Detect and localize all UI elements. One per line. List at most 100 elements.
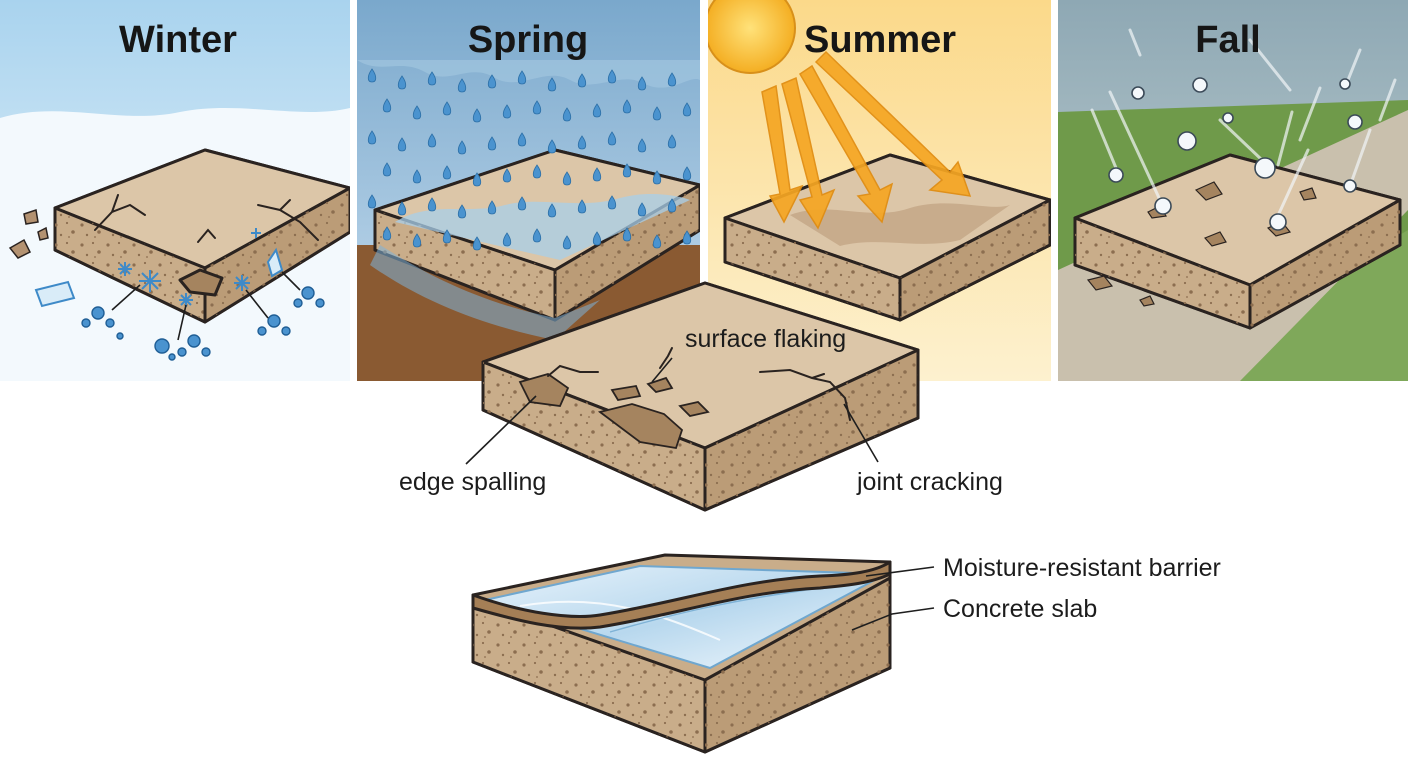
raindrop-icon: [487, 200, 497, 215]
raindrop-icon: [562, 235, 572, 250]
raindrop-icon: [592, 103, 602, 118]
fall-title: Fall: [1195, 19, 1260, 61]
fall-slab: [1073, 153, 1402, 330]
raindrop-icon: [607, 131, 617, 146]
hailstone-icons: [1108, 77, 1363, 231]
raindrop-icon: [442, 101, 452, 116]
raindrop-icon: [442, 165, 452, 180]
raindrop-icon: [382, 226, 392, 241]
raindrop-icon: [592, 231, 602, 246]
raindrop-icon: [382, 98, 392, 113]
winter-leader-lines: [111, 271, 301, 341]
raindrop-icon: [607, 195, 617, 210]
raindrop-icon: [502, 104, 512, 119]
raindrop-icon: [637, 202, 647, 217]
label-concrete-slab: Concrete slab: [943, 595, 1097, 623]
raindrop-icon: [652, 106, 662, 121]
raindrop-icon: [427, 71, 437, 86]
raindrop-icon: [457, 78, 467, 93]
raindrop-icon: [517, 70, 527, 85]
raindrop-icon: [457, 140, 467, 155]
raindrop-icon: [547, 139, 557, 154]
raindrop-icon: [622, 99, 632, 114]
raindrop-icon: [367, 68, 377, 83]
spring-panel: Spring: [357, 0, 700, 381]
label-surface-flaking: surface flaking: [685, 325, 846, 353]
raindrop-icon: [667, 134, 677, 149]
raindrop-icon: [622, 163, 632, 178]
spring-title: Spring: [468, 19, 588, 61]
raindrop-icon: [577, 135, 587, 150]
raindrop-icon: [472, 108, 482, 123]
raindrop-icon: [457, 204, 467, 219]
water-molecule-icons: [81, 286, 325, 361]
raindrop-icon: [502, 232, 512, 247]
raindrop-icon: [367, 130, 377, 145]
raindrop-icon: [532, 164, 542, 179]
raindrop-icon: [682, 230, 692, 245]
raindrop-icon: [502, 168, 512, 183]
snowflake-icon: [118, 228, 261, 307]
raindrop-icon: [682, 166, 692, 181]
raindrop-icon: [427, 133, 437, 148]
raindrop-icon: [532, 228, 542, 243]
summer-title: Summer: [804, 19, 956, 61]
raindrop-icon: [487, 74, 497, 89]
raindrop-icon: [427, 197, 437, 212]
sun-ray-arrows: [761, 50, 972, 230]
winter-panel: Winter: [0, 0, 350, 381]
raindrop-icon: [667, 72, 677, 87]
damage-leader-lines: [465, 357, 879, 465]
heat-discoloration: [790, 203, 1010, 246]
raindrop-icon: [547, 203, 557, 218]
raindrop-icon: [652, 170, 662, 185]
raindrop-icon: [367, 194, 377, 209]
label-moisture-barrier: Moisture-resistant barrier: [943, 554, 1221, 582]
raindrop-icon: [442, 229, 452, 244]
label-edge-spalling: edge spalling: [399, 468, 546, 496]
raindrop-icon: [577, 73, 587, 88]
barrier-top-layer: [471, 560, 892, 630]
winter-title: Winter: [119, 19, 237, 61]
sun-icon: [708, 0, 796, 74]
damage-detail-slab: [481, 281, 920, 512]
raindrop-icon: [592, 167, 602, 182]
label-joint-cracking: joint cracking: [856, 468, 1003, 496]
raindrop-icon: [577, 199, 587, 214]
raindrop-icon: [667, 198, 677, 213]
raindrop-icon: [532, 100, 542, 115]
raindrop-icon: [562, 107, 572, 122]
layer-detail-slab: [471, 553, 892, 754]
panel-dividers: [350, 0, 1058, 381]
raindrop-icon: [412, 105, 422, 120]
spalled-areas: [518, 373, 710, 450]
water-seepage: [370, 245, 600, 340]
pooled-water: [395, 194, 690, 260]
raindrop-icon: [562, 171, 572, 186]
raindrop-icons: [367, 68, 692, 251]
raindrop-icon: [487, 136, 497, 151]
raindrop-icon: [472, 236, 482, 251]
raindrop-icon: [517, 132, 527, 147]
fall-panel: Fall: [1058, 0, 1408, 381]
raindrop-icon: [622, 227, 632, 242]
hail-streaks: [1090, 28, 1397, 222]
raindrop-icon: [637, 76, 647, 91]
raindrop-icon: [517, 196, 527, 211]
ice-chip-icon: [34, 247, 284, 308]
raindrop-icon: [652, 234, 662, 249]
layer-leader-lines: [851, 566, 935, 631]
raindrop-icon: [382, 162, 392, 177]
raindrop-icon: [682, 102, 692, 117]
raindrop-icon: [412, 169, 422, 184]
raindrop-icon: [607, 69, 617, 84]
raindrop-icon: [412, 233, 422, 248]
concrete-debris: [8, 209, 49, 259]
raindrop-icon: [472, 172, 482, 187]
raindrop-icon: [397, 201, 407, 216]
raindrop-icon: [637, 138, 647, 153]
raindrop-icon: [547, 77, 557, 92]
raindrop-icon: [397, 75, 407, 90]
